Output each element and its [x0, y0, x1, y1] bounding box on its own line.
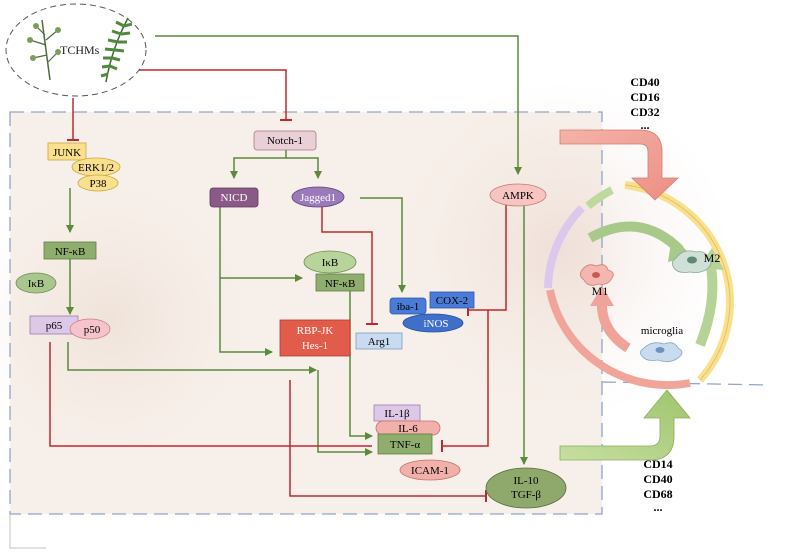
notch1-label: Notch-1	[267, 135, 303, 147]
nfkb-left-label: NF-κB	[55, 246, 86, 258]
p65-to-rbpjk-arrow	[67, 342, 317, 374]
m2-marker-2: CD40	[643, 472, 672, 486]
tchms-node	[5, 3, 147, 97]
tnfa-label: TNF-α	[390, 439, 420, 451]
ikb-left-node	[15, 272, 57, 294]
junk-label: JUNK	[53, 147, 81, 159]
dashed-frame	[9, 111, 603, 515]
rbpjk-to-tnfa-arrow	[317, 370, 373, 456]
ring-segment-lavender	[544, 205, 585, 289]
notch1-node	[253, 130, 317, 151]
m1-marker-more: ...	[641, 118, 650, 132]
jagged1-label: Jagged1	[300, 192, 336, 204]
rbpjk-node	[279, 319, 351, 357]
ring-segment-pink	[546, 289, 691, 389]
icam1-node	[399, 459, 461, 481]
p38-node	[77, 174, 119, 192]
nicd-label: NICD	[221, 192, 248, 204]
ampk-node	[489, 183, 547, 207]
ampk-label: AMPK	[502, 190, 534, 202]
jagged1-node	[291, 186, 345, 208]
m2-marker-arrow	[559, 389, 691, 461]
tchms-label: TCHMs	[60, 43, 100, 57]
icam1-label: ICAM-1	[411, 465, 449, 477]
nicd-node	[209, 187, 259, 208]
cox2-label: COX-2	[436, 295, 468, 307]
p38-label: P38	[89, 178, 107, 190]
page-corner	[9, 514, 46, 549]
il10-label: IL-10	[513, 475, 539, 487]
rbpjk-label: RBP-JK	[297, 325, 334, 337]
herb-plant-icon	[27, 19, 61, 81]
erk-label: ERK1/2	[78, 162, 114, 174]
ikb-mid-node	[303, 250, 357, 274]
p50-node	[69, 318, 111, 340]
ampk-inhibits-inos	[467, 205, 507, 316]
inos-node	[402, 313, 464, 333]
il10-tgfb-node	[485, 467, 567, 509]
jagged1-inhibits-arg1	[321, 206, 378, 325]
inos-label: iNOS	[423, 318, 448, 330]
m2-marker-1: CD14	[643, 457, 672, 471]
cox2-node	[429, 291, 475, 309]
ring-segment-yellow-outline	[624, 184, 731, 381]
m2-cell-icon	[672, 250, 712, 273]
m1-cell-icon	[580, 264, 614, 286]
jagged1-to-iba1-arrow	[360, 197, 406, 293]
ring-segment-green	[585, 186, 614, 210]
m1-marker-arrow	[559, 129, 679, 201]
m1-marker-1: CD40	[630, 75, 659, 89]
m2-marker-more: ...	[654, 500, 663, 514]
nicd-to-rbpjk-arrow	[219, 206, 273, 356]
junk-node	[47, 142, 87, 161]
microglia-to-m1-arrowhead	[590, 286, 614, 306]
tchms-inhibits-notch1	[100, 69, 292, 121]
microglia-label: microglia	[641, 325, 683, 337]
notch1-to-nicd-arrow	[230, 150, 287, 179]
il1b-label: IL-1β	[384, 408, 410, 420]
notch1-to-jagged1-arrow	[286, 157, 322, 179]
microglia-to-m2-arrow	[695, 260, 718, 347]
ikb-left-label: IκB	[28, 278, 45, 290]
arg1-node	[355, 332, 403, 350]
nfkb-mid-label: NF-κB	[325, 278, 356, 290]
inhibits-il10-line	[289, 380, 487, 502]
microglia-cell-icon	[640, 342, 683, 362]
p50-label: p50	[84, 324, 101, 336]
m2-marker-3: CD68	[643, 487, 672, 501]
background-glow	[390, 80, 730, 420]
iba1-label: iba-1	[397, 301, 420, 313]
m1-marker-2: CD16	[630, 90, 659, 104]
p65-label: p65	[46, 320, 63, 332]
nfkb-mid-node	[315, 273, 365, 292]
tnfa-node	[377, 433, 433, 455]
p65-to-tnfa-red-line	[49, 342, 372, 447]
tchms-to-ampk-arrow	[155, 35, 522, 175]
fern-leaf-icon	[100, 17, 133, 83]
m1-label: M1	[592, 284, 609, 298]
m2-label: M2	[704, 251, 721, 265]
nfkb-left-node	[43, 241, 97, 260]
ikb-mid-label: IκB	[322, 257, 339, 269]
il6-label: IL-6	[398, 423, 418, 435]
hes1-label: Hes-1	[302, 340, 328, 352]
ampk-inhibits-tnfa	[441, 310, 489, 452]
arg1-label: Arg1	[368, 336, 390, 348]
tgfb-label: TGF-β	[511, 489, 541, 501]
iba1-node	[389, 297, 427, 315]
m1-marker-3: CD32	[630, 105, 659, 119]
